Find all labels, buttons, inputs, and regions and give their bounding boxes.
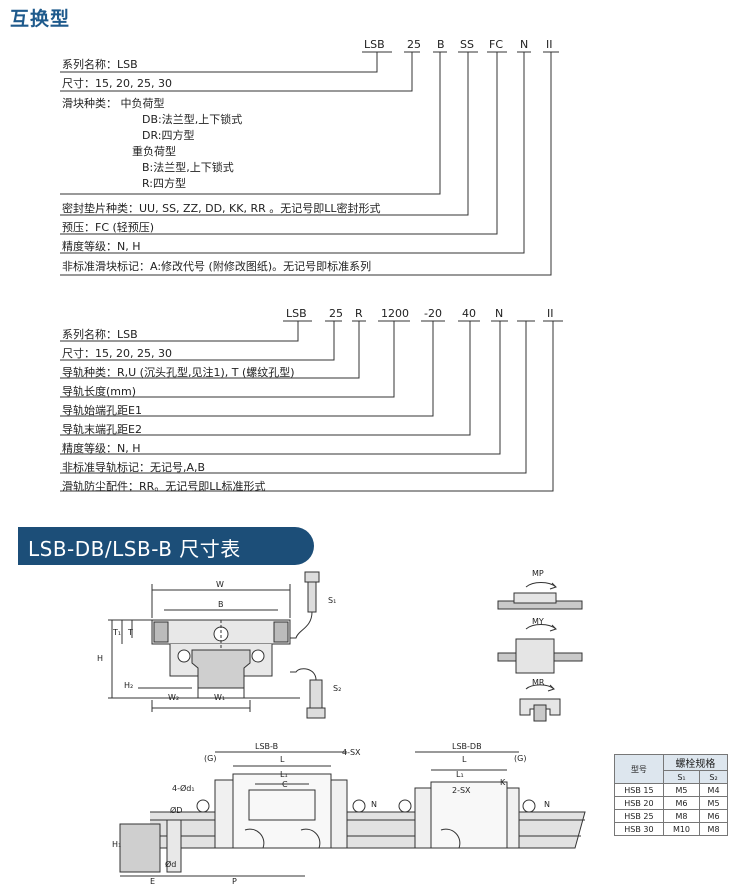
table-row: HSB 25 M8 M6 bbox=[614, 809, 728, 823]
label-h2: H₂ bbox=[124, 681, 134, 690]
front-view-drawing bbox=[108, 571, 326, 719]
label-e: E bbox=[150, 877, 156, 886]
label-h: H bbox=[97, 654, 104, 663]
block-row-nonstandard: 非标准滑块标记：A:修改代号 (附修改图纸)。无记号即标准系列 bbox=[62, 260, 372, 273]
table-cell-s2: M6 bbox=[699, 809, 728, 823]
rail-code-length: 1200 bbox=[381, 307, 409, 320]
label-h1: H₁ bbox=[112, 840, 122, 849]
block-row-dr: DR:四方型 bbox=[142, 129, 195, 142]
block-code-leader-lines bbox=[60, 51, 559, 276]
block-row-preload: 预压：FC (轻预压) bbox=[62, 221, 155, 234]
table-cell-s1: M8 bbox=[662, 809, 701, 823]
rail-code-e1: -20 bbox=[424, 307, 442, 320]
table-row: HSB 30 M10 M8 bbox=[614, 822, 728, 836]
label-k: K bbox=[500, 778, 506, 787]
rail-code-lsb: LSB bbox=[286, 307, 307, 320]
rail-code-size: 25 bbox=[329, 307, 343, 320]
label-b: B bbox=[218, 600, 224, 609]
block-code-nonstandard: II bbox=[546, 38, 553, 51]
table-cell-s1: M6 bbox=[662, 796, 701, 810]
page-title: 互换型 bbox=[10, 8, 71, 30]
label-n-b: N bbox=[371, 800, 377, 809]
label-l-db: L bbox=[462, 755, 467, 764]
side-view-drawing bbox=[119, 751, 586, 877]
table-cell-model: HSB 25 bbox=[614, 809, 664, 823]
label-l1-b: L₁ bbox=[280, 770, 288, 779]
rail-code-dust: II bbox=[547, 307, 554, 320]
label-w: W bbox=[216, 580, 224, 589]
rail-row-size: 尺寸：15, 20, 25, 30 bbox=[62, 347, 172, 360]
block-row-precision: 精度等级：N, H bbox=[62, 240, 141, 253]
table-cell-s2: M8 bbox=[699, 822, 728, 836]
table-cell-s1: M5 bbox=[662, 783, 701, 797]
label-n-db: N bbox=[544, 800, 550, 809]
label-p: P bbox=[232, 877, 237, 886]
label-my: MY bbox=[532, 617, 544, 626]
block-row-size: 尺寸：15, 20, 25, 30 bbox=[62, 77, 172, 90]
table-cell-model: HSB 15 bbox=[614, 783, 664, 797]
label-w2: W₂ bbox=[168, 693, 180, 702]
label-w1: W₁ bbox=[214, 693, 226, 702]
rail-code-precision: N bbox=[495, 307, 504, 320]
rail-row-e2: 导轨末端孔距E2 bbox=[62, 423, 142, 436]
rail-row-nonstandard: 非标准导轨标记：无记号,A,B bbox=[62, 461, 206, 474]
table-cell-s2: M5 bbox=[699, 796, 728, 810]
rail-code-type: R bbox=[355, 307, 363, 320]
label-l-b: L bbox=[280, 755, 285, 764]
label-g-b: (G) bbox=[204, 754, 217, 763]
block-row-r: R:四方型 bbox=[142, 177, 187, 190]
table-header-model: 型号 bbox=[614, 754, 664, 784]
block-code-preload: FC bbox=[489, 38, 504, 51]
table-header-s2: S₂ bbox=[699, 770, 728, 784]
rail-row-length: 导轨长度(mm) bbox=[62, 385, 137, 398]
rail-row-e1: 导轨始端孔距E1 bbox=[62, 404, 142, 417]
rail-row-series: 系列名称：LSB bbox=[62, 328, 138, 341]
label-4d1: 4-Ød₁ bbox=[172, 784, 195, 793]
banner-title: LSB-DB/LSB-B 尺寸表 bbox=[28, 537, 241, 561]
block-row-series: 系列名称：LSB bbox=[62, 58, 138, 71]
block-code-size: 25 bbox=[407, 38, 421, 51]
label-4sx: 4-SX bbox=[342, 748, 361, 757]
block-row-kind: 滑块种类： 中负荷型 bbox=[62, 97, 165, 110]
label-od: ØD bbox=[170, 806, 183, 815]
label-s1: S₁ bbox=[328, 596, 337, 605]
label-l1-db: L₁ bbox=[456, 770, 464, 779]
table-header-s1: S₁ bbox=[662, 770, 701, 784]
bolt-spec-table: 型号 螺栓规格 S₁ S₂ HSB 15 M5 M4 HSB 20 M6 M5 … bbox=[614, 754, 729, 836]
block-row-seal: 密封垫片种类：UU, SS, ZZ, DD, KK, RR 。无记号即LL密封形… bbox=[62, 202, 381, 215]
block-code-seal: SS bbox=[460, 38, 474, 51]
label-c: C bbox=[282, 780, 288, 789]
block-row-b: B:法兰型,上下锁式 bbox=[142, 161, 234, 174]
dimension-table-banner: LSB-DB/LSB-B 尺寸表 bbox=[18, 527, 314, 565]
label-lsb-b: LSB-B bbox=[255, 742, 279, 751]
block-code-precision: N bbox=[520, 38, 529, 51]
label-t1: T₁ bbox=[113, 628, 122, 637]
label-t: T bbox=[128, 628, 133, 637]
label-g-db: (G) bbox=[514, 754, 527, 763]
label-2sx: 2-SX bbox=[452, 786, 471, 795]
block-code-lsb: LSB bbox=[364, 38, 385, 51]
table-cell-s1: M10 bbox=[662, 822, 701, 836]
label-mr: MR bbox=[532, 678, 545, 687]
table-row: HSB 20 M6 M5 bbox=[614, 796, 728, 810]
rail-row-dust: 滑轨防尘配件：RR。无记号即LL标准形式 bbox=[62, 480, 266, 493]
block-row-heavy: 重负荷型 bbox=[132, 145, 176, 158]
label-lsb-db: LSB-DB bbox=[452, 742, 482, 751]
block-code-type: B bbox=[437, 38, 445, 51]
table-header-bolt: 螺栓规格 bbox=[662, 754, 729, 771]
label-s2: S₂ bbox=[333, 684, 342, 693]
block-row-db: DB:法兰型,上下锁式 bbox=[142, 113, 243, 126]
rail-code-leader-lines bbox=[60, 320, 563, 492]
table-cell-model: HSB 30 bbox=[614, 822, 664, 836]
label-mp: MP bbox=[532, 569, 544, 578]
rail-row-precision: 精度等级：N, H bbox=[62, 442, 141, 455]
label-d: Ød bbox=[165, 860, 177, 869]
table-cell-model: HSB 20 bbox=[614, 796, 664, 810]
rail-row-type: 导轨种类：R,U (沉头孔型,见注1), T (螺纹孔型) bbox=[62, 366, 295, 379]
table-row: HSB 15 M5 M4 bbox=[614, 783, 728, 797]
table-cell-s2: M4 bbox=[699, 783, 728, 797]
moment-diagrams bbox=[497, 582, 583, 722]
rail-code-e2: 40 bbox=[462, 307, 476, 320]
